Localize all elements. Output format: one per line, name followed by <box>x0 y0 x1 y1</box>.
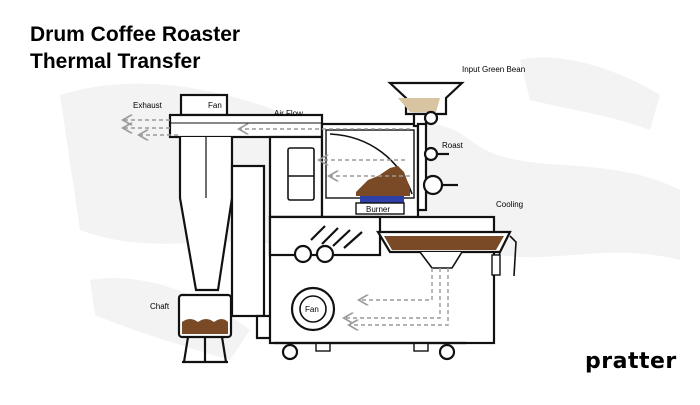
connector-duct <box>230 164 266 318</box>
wheel <box>438 343 456 361</box>
label-chaft: Chaft <box>150 302 170 311</box>
exhaust-header <box>168 113 324 139</box>
label-input-green-bean: Input Green Bean <box>462 65 525 74</box>
label-fan-top: Fan <box>208 101 222 110</box>
label-air-flow: Air Flow <box>274 109 303 118</box>
bean-hopper <box>387 81 465 128</box>
label-exhaust: Exhaust <box>133 101 163 110</box>
burner-flame <box>360 196 404 203</box>
label-burner: Burner <box>366 205 390 214</box>
title-line-1: Drum Coffee Roaster <box>30 23 241 46</box>
air-flow-arrows <box>124 120 449 325</box>
wheel <box>281 343 299 361</box>
burner-box <box>355 202 405 215</box>
cooling-tray <box>376 230 517 277</box>
label-roast: Roast <box>442 141 464 150</box>
cyclone <box>168 93 324 364</box>
label-cooling: Cooling <box>496 200 523 209</box>
roaster-body <box>268 122 496 361</box>
label-fan-bottom: Fan <box>305 305 319 314</box>
roast-outlet <box>416 122 458 212</box>
stir-wheel-left <box>293 244 313 264</box>
control-panel <box>287 147 315 201</box>
chaft-fill <box>182 319 228 334</box>
stir-wheel-right <box>315 244 335 264</box>
title-line-2: Thermal Transfer <box>30 50 201 73</box>
labels: Input Green Bean Exhaust Fan Air Flow Ro… <box>133 65 525 314</box>
roast-beans <box>356 166 410 196</box>
brand-logo: pratter <box>585 349 677 374</box>
